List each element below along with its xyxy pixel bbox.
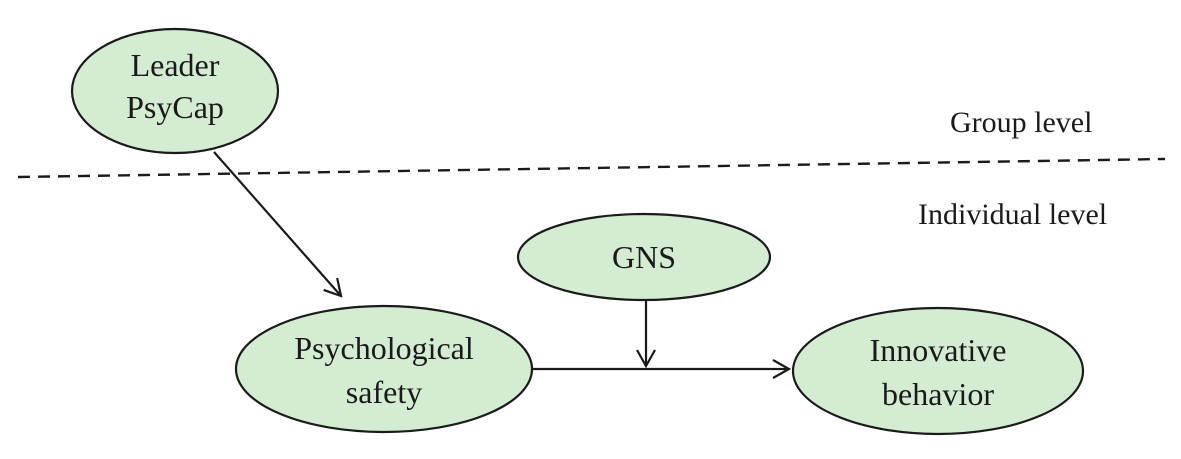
node-psychological-safety: Psychological safety <box>234 304 534 434</box>
node-innovative-behavior-shape <box>791 306 1085 436</box>
node-leader-psycap: Leader PsyCap <box>70 27 280 155</box>
node-leader-psycap-line2: PsyCap <box>126 89 224 125</box>
group-level-label: Group level <box>950 106 1092 139</box>
node-psychological-safety-line2: safety <box>346 374 422 410</box>
level-divider <box>17 157 1166 179</box>
node-innovative-behavior: Innovative behavior <box>791 306 1085 436</box>
node-gns-label: GNS <box>612 239 676 275</box>
node-psychological-safety-line1: Psychological <box>294 330 474 366</box>
node-innovative-behavior-line2: behavior <box>882 376 994 412</box>
node-leader-psycap-shape <box>70 27 280 155</box>
node-leader-psycap-line1: Leader <box>131 47 220 83</box>
node-innovative-behavior-line1: Innovative <box>870 332 1007 368</box>
node-gns-shape <box>516 212 772 302</box>
individual-level-label: Individual level <box>918 198 1107 231</box>
node-psychological-safety-shape <box>234 304 534 434</box>
node-gns: GNS <box>516 212 772 302</box>
edge-leader-to-safety <box>213 151 343 298</box>
